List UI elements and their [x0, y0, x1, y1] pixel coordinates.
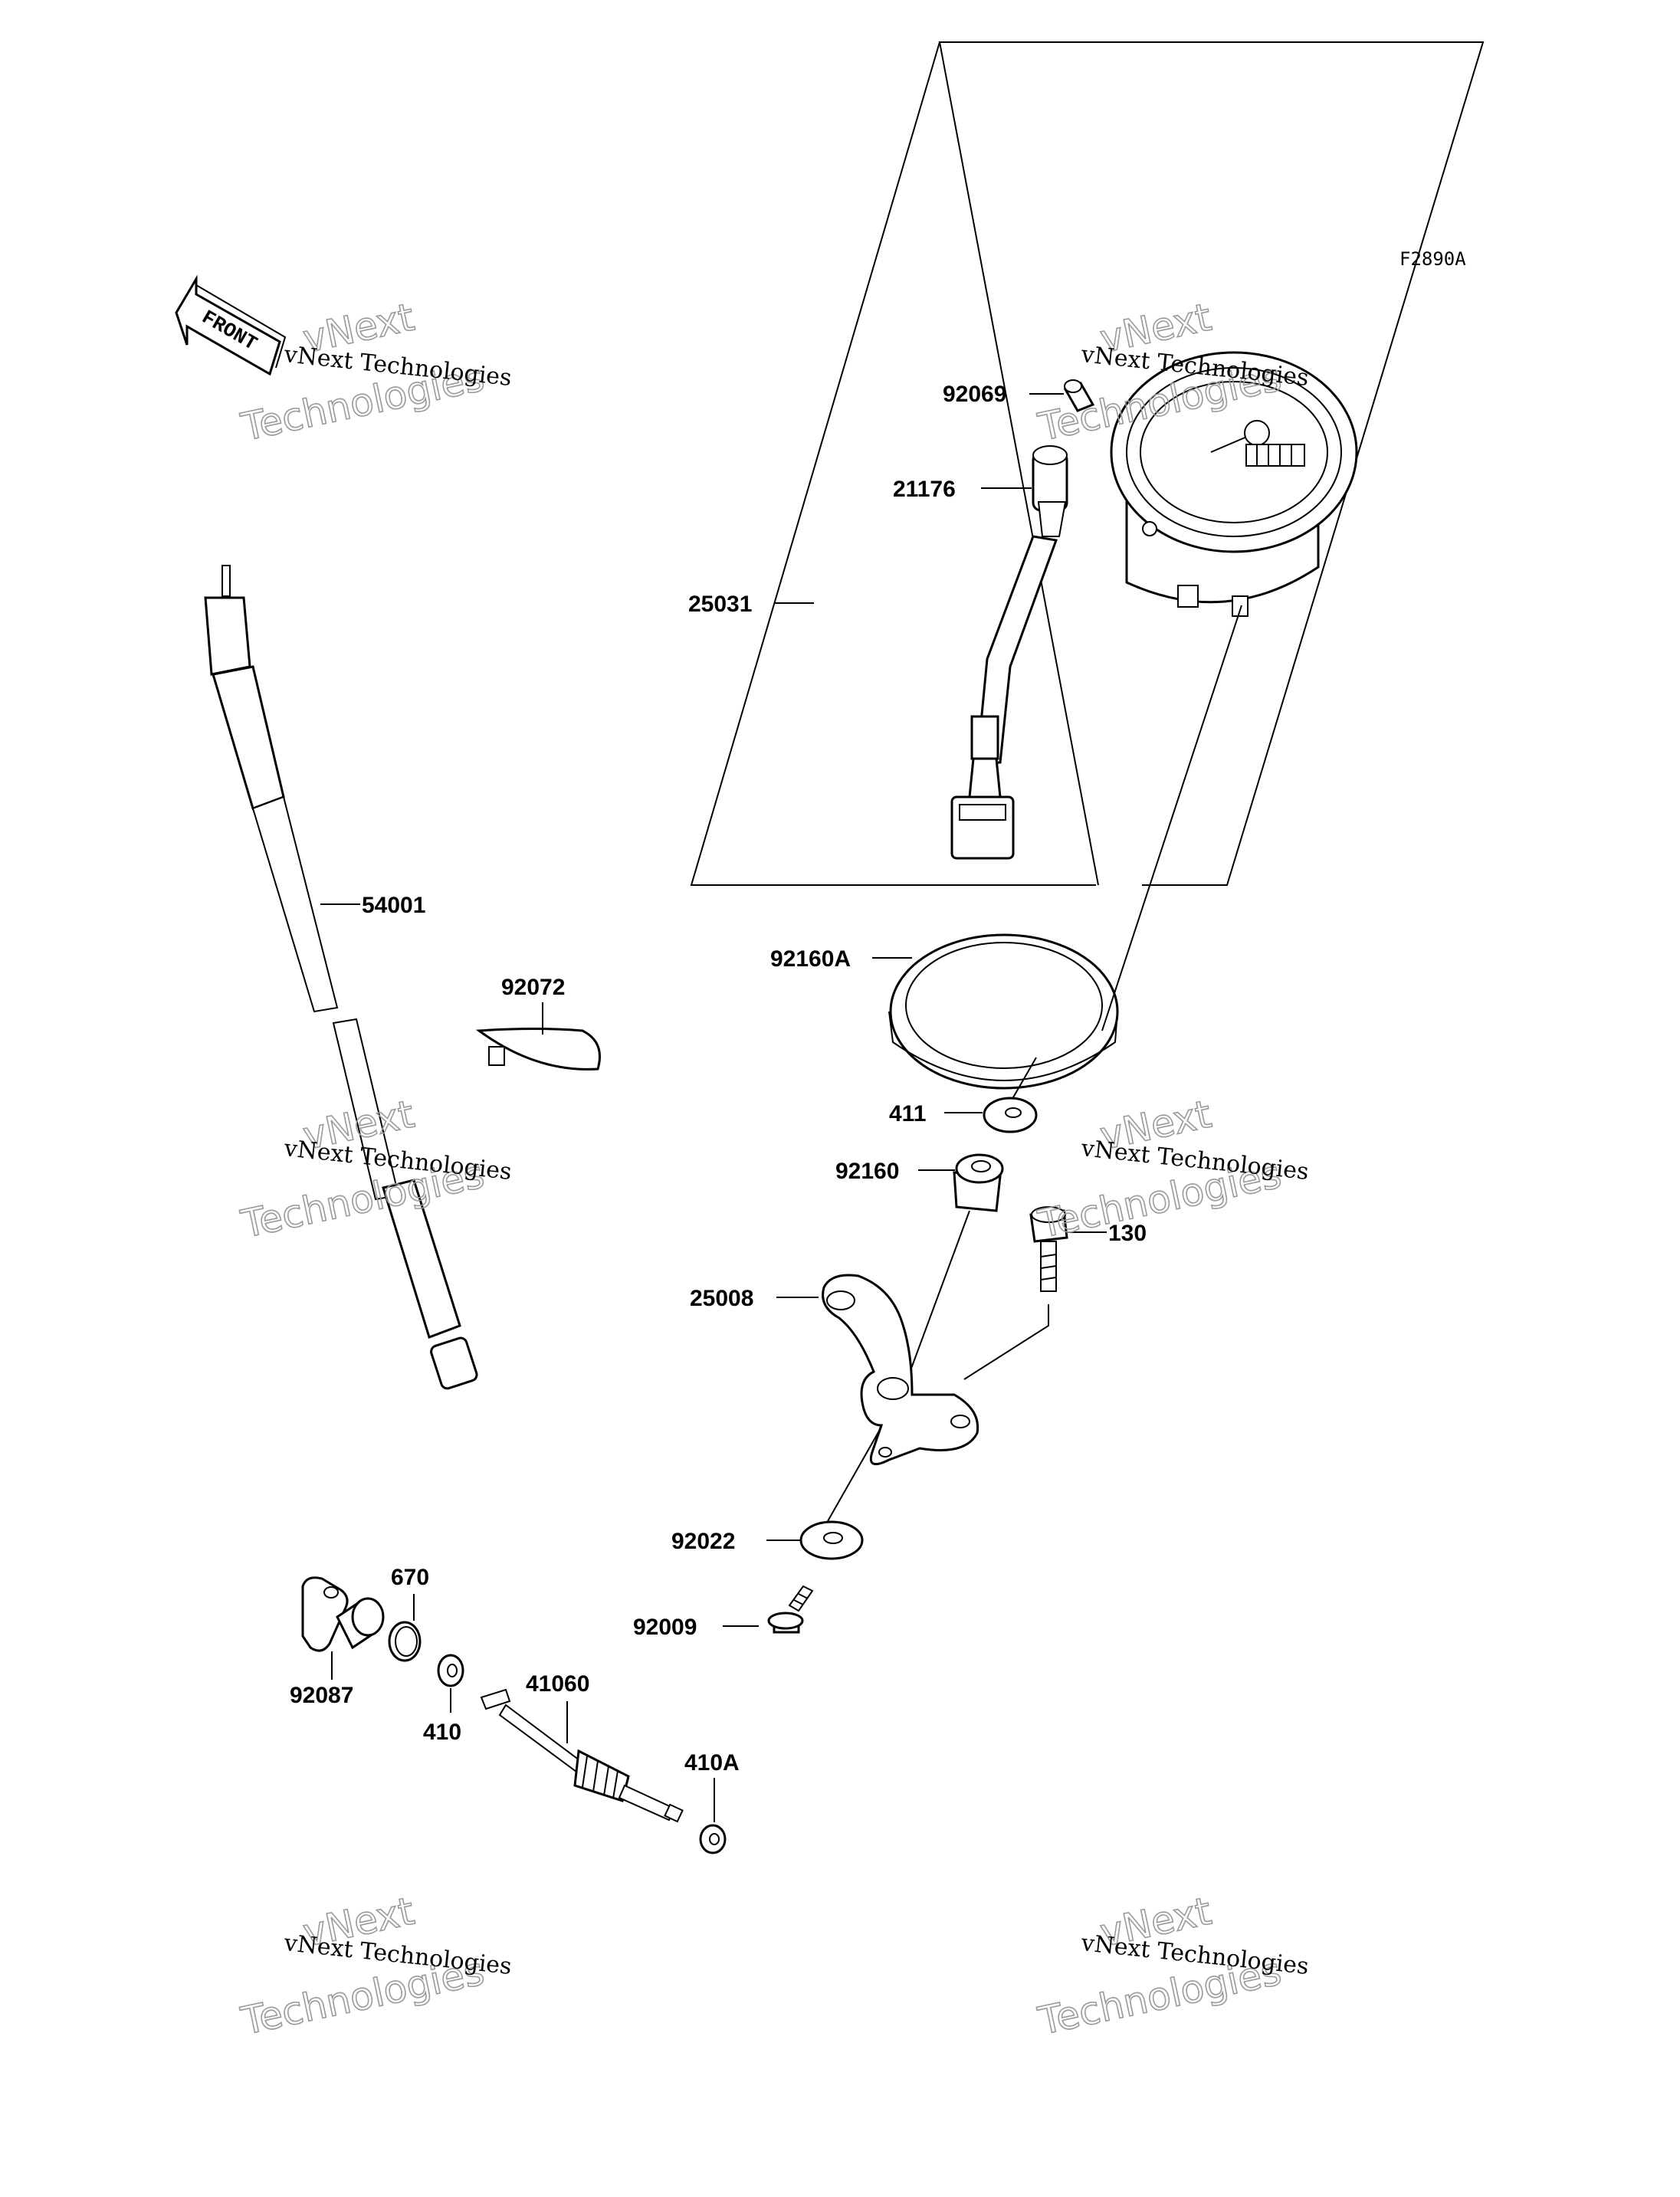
rubber-ring-92160A-icon: [888, 933, 1119, 1090]
washer-92022-icon: [799, 1520, 864, 1560]
label-92160A: 92160A: [770, 946, 851, 972]
bulb-92069-icon: [1063, 379, 1095, 412]
speedometer-cable-54001-icon: [204, 565, 478, 1390]
gear-shaft-41060-icon: [480, 1688, 684, 1823]
washer-411-icon: [983, 1097, 1038, 1133]
cable-clamp-92072-icon: [475, 1028, 601, 1071]
label-670: 670: [391, 1565, 429, 1590]
bolt-130-icon: [1029, 1206, 1068, 1292]
label-410: 410: [423, 1720, 461, 1745]
label-25031: 25031: [688, 592, 752, 617]
watermark-middle-right: vNext Technologies vNext Technologies: [1034, 1091, 1311, 1248]
label-92069: 92069: [943, 382, 1006, 407]
label-130: 130: [1108, 1221, 1147, 1246]
watermark-bottom-right: vNext Technologies vNext Technologies: [1034, 1888, 1311, 2045]
label-92160: 92160: [835, 1159, 899, 1184]
gear-housing-92087-icon: [301, 1576, 385, 1652]
label-92009: 92009: [633, 1615, 697, 1640]
assembly-frame-25031: [690, 41, 1485, 886]
bulb-socket-21176-icon: [950, 445, 1068, 860]
label-411: 411: [889, 1101, 926, 1126]
front-arrow-icon: FRONT: [175, 274, 287, 376]
label-92072: 92072: [501, 975, 565, 1000]
label-92022: 92022: [671, 1529, 735, 1554]
meter-bracket-25008-icon: [822, 1274, 979, 1466]
o-ring-670-icon: [388, 1621, 422, 1662]
label-21176: 21176: [893, 477, 956, 502]
label-92087: 92087: [290, 1683, 353, 1708]
label-410A: 410A: [684, 1750, 740, 1776]
label-54001: 54001: [362, 893, 425, 918]
diagram-ref-code: F2890A: [1399, 248, 1466, 270]
watermark-top-left: vNext Technologies vNext Technologies: [237, 294, 514, 451]
watermark-middle-left: vNext Technologies vNext Technologies: [237, 1091, 514, 1248]
label-25008: 25008: [690, 1286, 753, 1311]
screw-92009-icon: [767, 1585, 814, 1634]
washer-410-icon: [437, 1654, 464, 1687]
grommet-92160-icon: [953, 1153, 1004, 1212]
label-41060: 41060: [526, 1671, 589, 1697]
washer-410A-icon: [699, 1824, 727, 1854]
speedometer-icon: [1110, 351, 1358, 617]
watermark-bottom-left: vNext Technologies vNext Technologies: [237, 1888, 514, 2045]
